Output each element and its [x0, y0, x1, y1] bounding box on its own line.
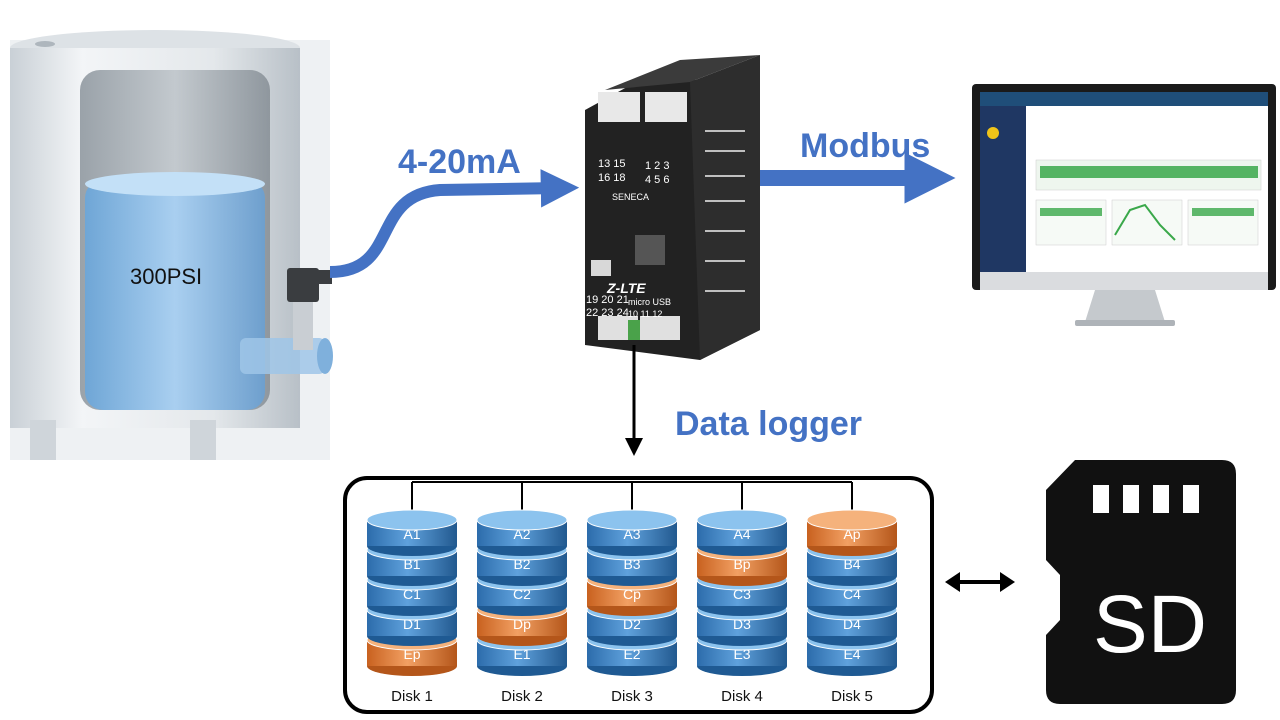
disk-block-label: E3 [733, 646, 751, 662]
disk-block-label: C1 [403, 586, 421, 602]
device-terminals-19-21: 19 20 21 [586, 294, 629, 306]
disk-block-label: B1 [403, 556, 421, 572]
device-terminals-16-18: 16 18 [598, 172, 626, 184]
tank [10, 30, 330, 460]
device-terminals-13-15: 13 15 [598, 158, 626, 170]
data-block [366, 599, 458, 646]
device-terminals-4-6: 4 5 6 [645, 174, 670, 186]
disk-block-label: D1 [403, 616, 421, 632]
device-usb-label: micro USB [628, 297, 672, 307]
din-rail-device [585, 55, 760, 360]
device-terminals-22-24: 22 23 24 [586, 307, 629, 319]
data-logger-label: Data logger [675, 405, 863, 443]
disk-block-label: A4 [733, 526, 751, 542]
disk-name-2: Disk 2 [501, 688, 543, 705]
disk-block-label: A2 [513, 526, 531, 542]
device-brand: SENECA [612, 192, 650, 202]
disk-block-label: Ep [403, 646, 421, 662]
sd-card [1046, 460, 1236, 704]
pressure-transmitter [240, 268, 333, 374]
logger-arrow-head [625, 438, 643, 456]
disk-block-label: B2 [513, 556, 531, 572]
disk-block-label: D2 [623, 616, 641, 632]
double-arrow-icon [945, 572, 1015, 592]
data-block [476, 509, 568, 556]
disk-block-label: C2 [513, 586, 531, 602]
disk-block-label: D3 [733, 616, 751, 632]
disk-block-label: B4 [843, 556, 861, 572]
disk-block-label: Dp [513, 616, 531, 632]
disk-block-label: B3 [623, 556, 641, 572]
disk-block-label: E4 [843, 646, 861, 662]
disk-name-4: Disk 4 [721, 688, 763, 705]
analog-signal-label: 4-20mA [398, 143, 521, 181]
sd-card-label: SD [1093, 579, 1207, 670]
monitor [972, 84, 1276, 326]
analog-signal-arrow [329, 169, 580, 278]
disk-block-label: Ap [843, 526, 861, 542]
disk-block-label: D4 [843, 616, 861, 632]
disk-name-3: Disk 3 [611, 688, 653, 705]
parity-block [806, 509, 898, 556]
disk-name-5: Disk 5 [831, 688, 873, 705]
tank-pressure-label: 300PSI [130, 264, 203, 289]
data-block [586, 509, 678, 556]
disk-block-label: Bp [733, 556, 751, 572]
disk-block-label: E1 [513, 646, 531, 662]
disk-array [366, 482, 898, 676]
disk-block-label: E2 [623, 646, 641, 662]
device-terminals-10-12: 10 11 12 [628, 309, 663, 319]
disk-block-label: C4 [843, 586, 861, 602]
data-block [586, 539, 678, 586]
disk-block-label: A3 [623, 526, 641, 542]
disk-block-label: C3 [733, 586, 751, 602]
device-model: Z-LTE [607, 280, 646, 296]
data-block [696, 509, 788, 556]
data-block [366, 509, 458, 556]
device-terminals-1-3: 1 2 3 [645, 160, 670, 172]
disk-block-label: Cp [623, 586, 641, 602]
modbus-label: Modbus [800, 127, 931, 165]
disk-block-label: A1 [403, 526, 421, 542]
disk-name-1: Disk 1 [391, 688, 433, 705]
